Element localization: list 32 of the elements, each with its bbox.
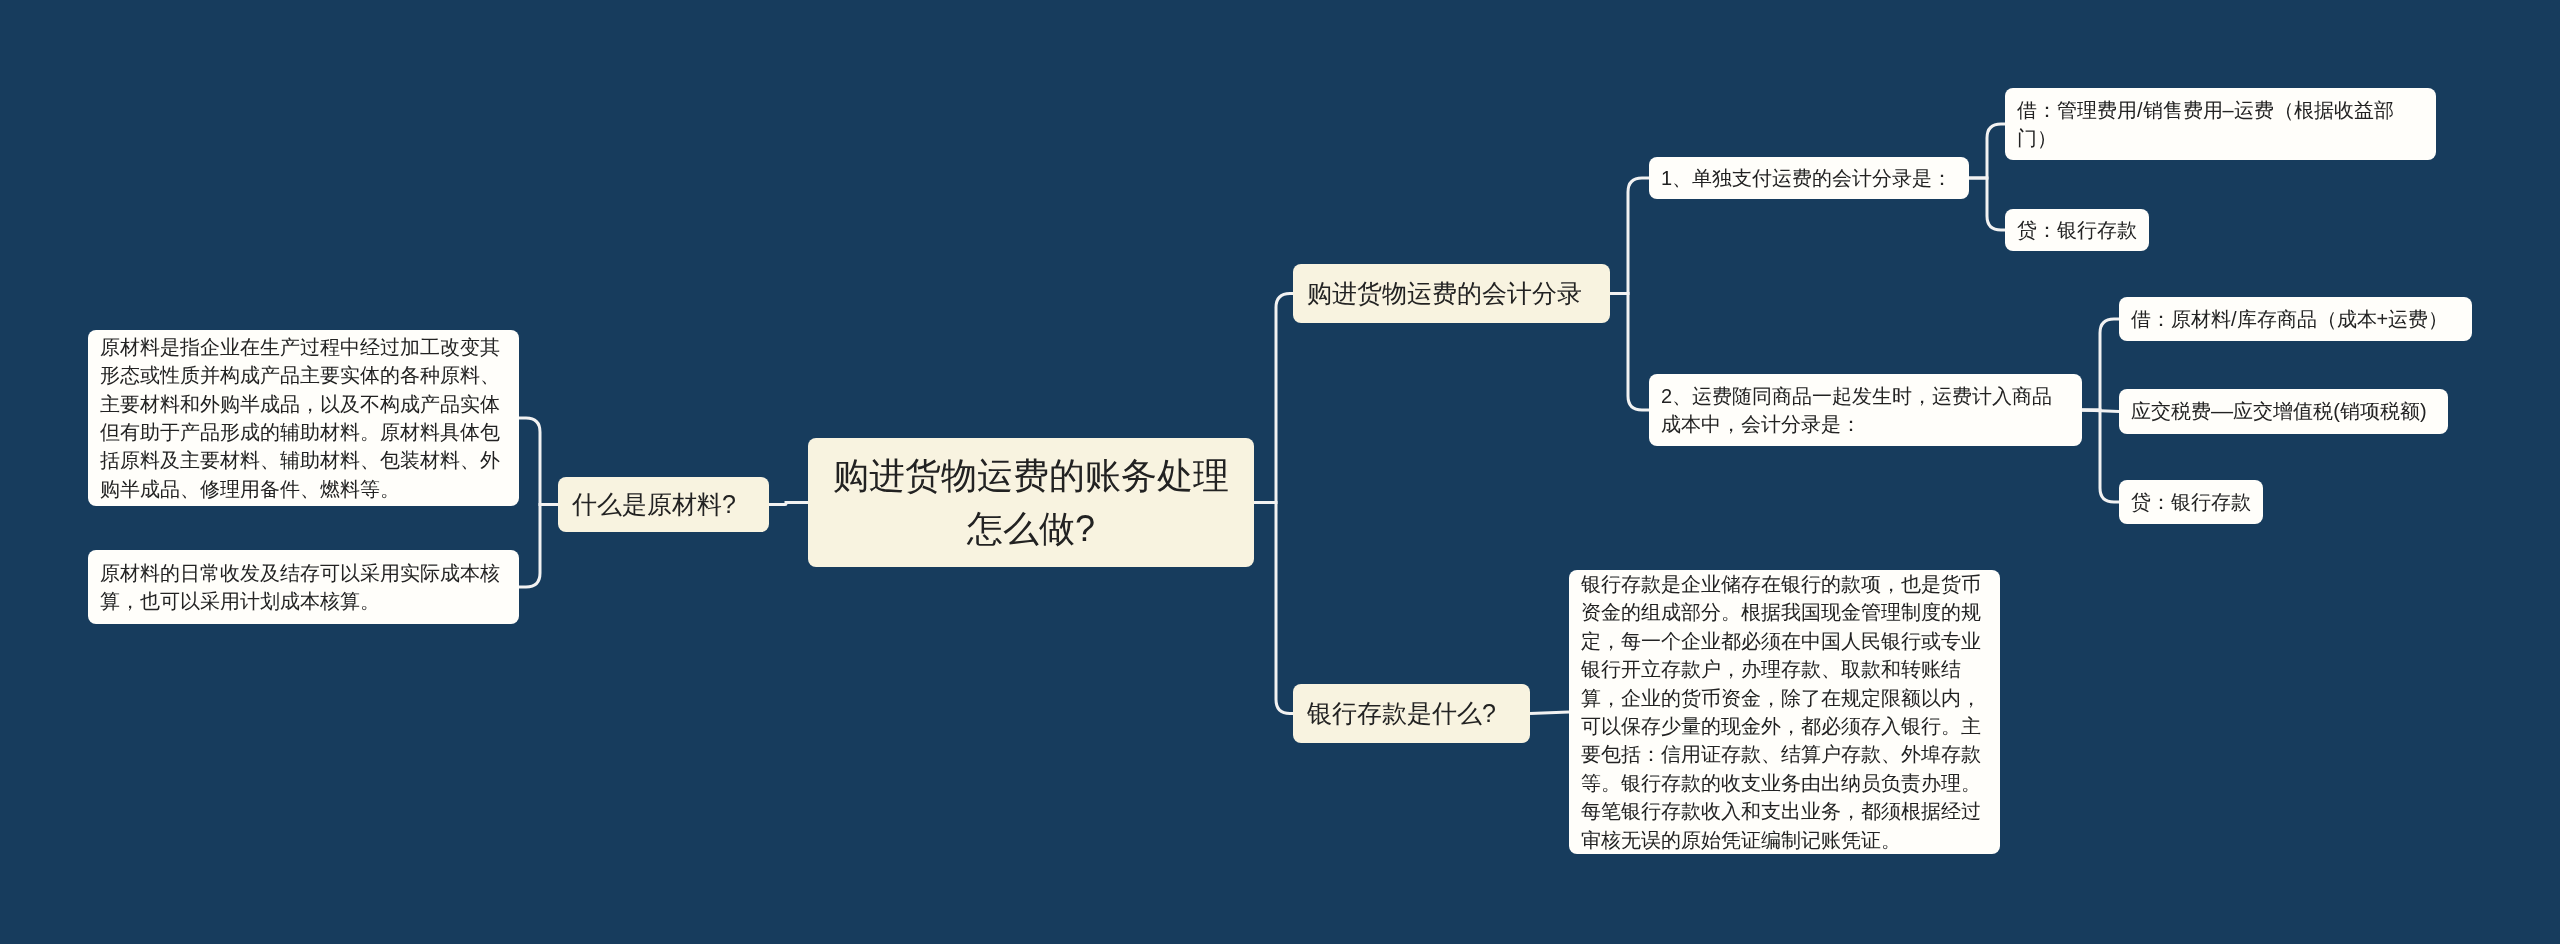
node-text: 什么是原材料? — [572, 488, 736, 520]
connector-line — [1969, 176, 2005, 232]
node-text: 银行存款是企业储存在银行的款项，也是货币资金的组成部分。根据我国现金管理制度的规定，每一个企业都必须在中国人民银行或专业银行开立存款户，办理存款、取款和转账结算，企业的货币资金，除了在规定限额以内，可以保存少量的现金外，都必须存入银行。主要包括：信用证存款、结算户存款、外埠存款等。银行存款的收支业务由出纳员负责办理。每笔银行存款收入和支出业务，都须根据经过审核无误的原始凭证编制记账凭证。 — [1581, 572, 1982, 853]
node-text: 贷：银行存款 — [2017, 217, 2137, 243]
branch-box — [1293, 684, 1530, 743]
branch-box — [1293, 264, 1610, 323]
note-box — [88, 550, 519, 624]
node-text: 原材料的日常收发及结存可以采用实际成本核算，也可以采用计划成本核算。 — [100, 560, 501, 614]
node-text: 购进货物运费的会计分录 — [1307, 277, 1582, 309]
node-text: 贷：银行存款 — [2131, 489, 2251, 515]
node-text: 银行存款是什么? — [1307, 697, 1496, 729]
note-box — [2119, 297, 2472, 341]
topic-box — [808, 438, 1254, 567]
node-text: 购进货物运费的账务处理怎么做? — [832, 454, 1230, 551]
node-text: 1、单独支付运费的会计分录是： — [1661, 165, 1953, 191]
connector-line — [1529, 710, 1570, 715]
node-text: 原材料是指企业在生产过程中经过加工改变其形态或性质并构成产品主要实体的各种原料、主要材料和外购半成品，以及不构成产品实体但有助于产品形成的辅助材料。原材料具体包括原料及主要材料、辅助材料、包装材料、外购半成品、修理用备件、燃料等。 — [100, 334, 501, 502]
connector-line — [519, 503, 558, 589]
node-text: 借：原材料/库存商品（成本+运费） — [2131, 306, 2449, 332]
note-box — [2005, 209, 2149, 251]
node-text: 2、运费随同商品一起发生时，运费计入商品成本中，会计分录是： — [1661, 383, 2054, 437]
note-box — [2005, 88, 2436, 160]
connector-line — [769, 501, 808, 506]
note-box — [1649, 374, 2082, 446]
note-box — [2119, 480, 2263, 524]
node-text: 借：管理费用/销售费用–运费（根据收益部门） — [2017, 97, 2395, 151]
node-text: 应交税费––应交增值税(销项税额) — [2131, 399, 2427, 425]
note-box — [1649, 157, 1969, 199]
connector-line — [1610, 292, 1649, 412]
note-box — [2119, 389, 2448, 434]
branch-box — [558, 477, 769, 532]
connector-line — [2082, 408, 2119, 504]
